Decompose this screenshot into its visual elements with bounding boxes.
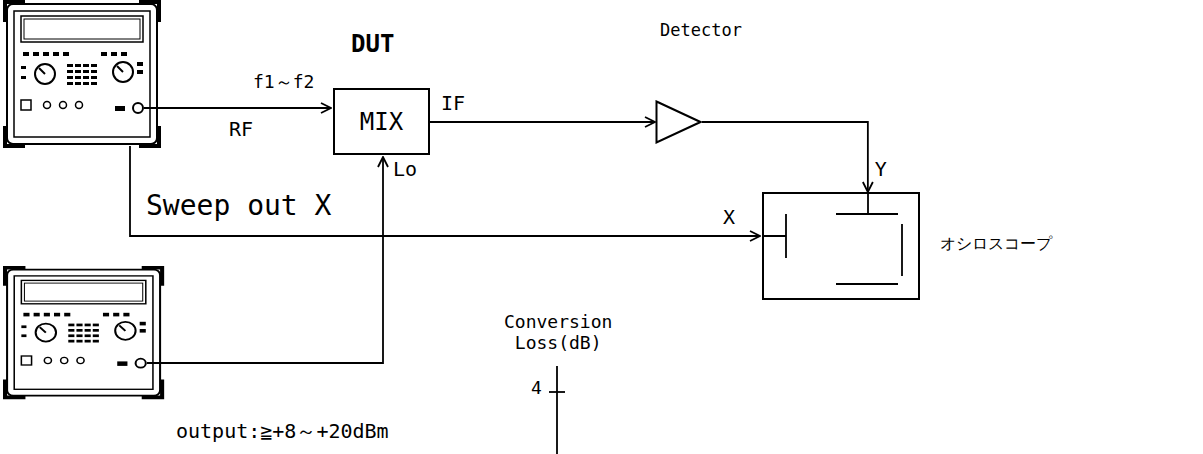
port-name: RF (228, 118, 254, 141)
axis-value: 4 (530, 378, 543, 399)
rf-wire (144, 107, 331, 109)
signal-connector (702, 122, 868, 192)
signal-connector (430, 121, 655, 123)
signal-name: X (722, 206, 736, 229)
signal-generator (5, 2, 159, 146)
axis-title: Conversion Loss(dB) (503, 312, 613, 353)
oscilloscope-label: オシロスコープ (940, 234, 1052, 255)
oscilloscope-box: オシロスコープ (762, 192, 920, 300)
detector-amp: Detector (655, 100, 702, 144)
signal-name: Sweep out X (145, 190, 332, 222)
sweep-wire (130, 146, 760, 236)
scope-plates (764, 194, 902, 284)
port-name: Lo (392, 158, 418, 181)
power-spec: output:≧+8～+20dBm (175, 420, 390, 443)
loss-axis (549, 366, 565, 454)
mixer-box: DUTMIX (333, 88, 430, 155)
signal-name: Y (874, 158, 888, 181)
dut-heading: DUT (351, 30, 394, 58)
signal-name: IF (440, 92, 466, 115)
signal-generator (5, 268, 162, 398)
frequency-range: f1～f2 (252, 72, 315, 93)
detector-label: Detector (660, 20, 742, 40)
lo-wire (147, 157, 383, 363)
amplifier-triangle (655, 100, 702, 144)
triangle-outline (657, 102, 701, 143)
mixer-label: MIX (358, 108, 405, 136)
